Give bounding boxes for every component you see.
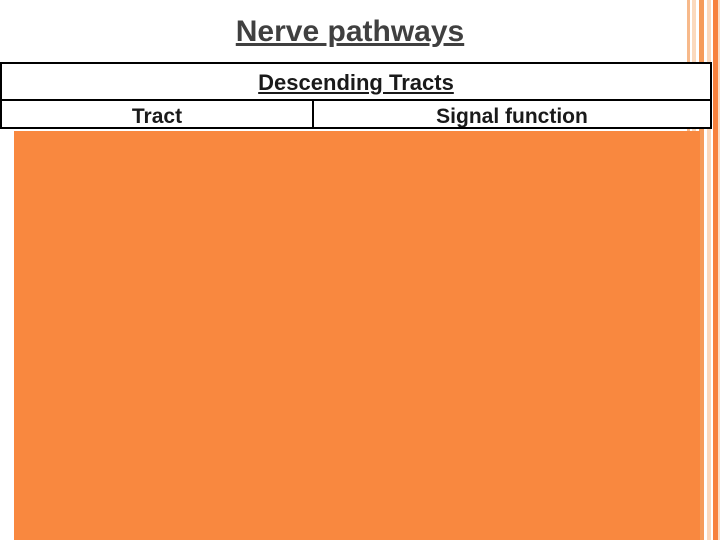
table-body-fill	[14, 131, 700, 540]
table-header-row: Tract Signal function	[2, 99, 710, 127]
column-header-tract: Tract	[2, 101, 314, 127]
stripe-3	[699, 0, 704, 540]
table-caption: Descending Tracts	[2, 64, 710, 99]
left-margin-strip	[0, 131, 14, 540]
stripe-4	[707, 0, 711, 540]
slide-title: Nerve pathways	[235, 15, 465, 48]
descending-tracts-table: Descending Tracts Tract Signal function	[0, 62, 712, 129]
column-header-signal-function: Signal function	[436, 105, 588, 127]
stripe-5	[713, 0, 718, 540]
stripe-6	[718, 0, 720, 540]
